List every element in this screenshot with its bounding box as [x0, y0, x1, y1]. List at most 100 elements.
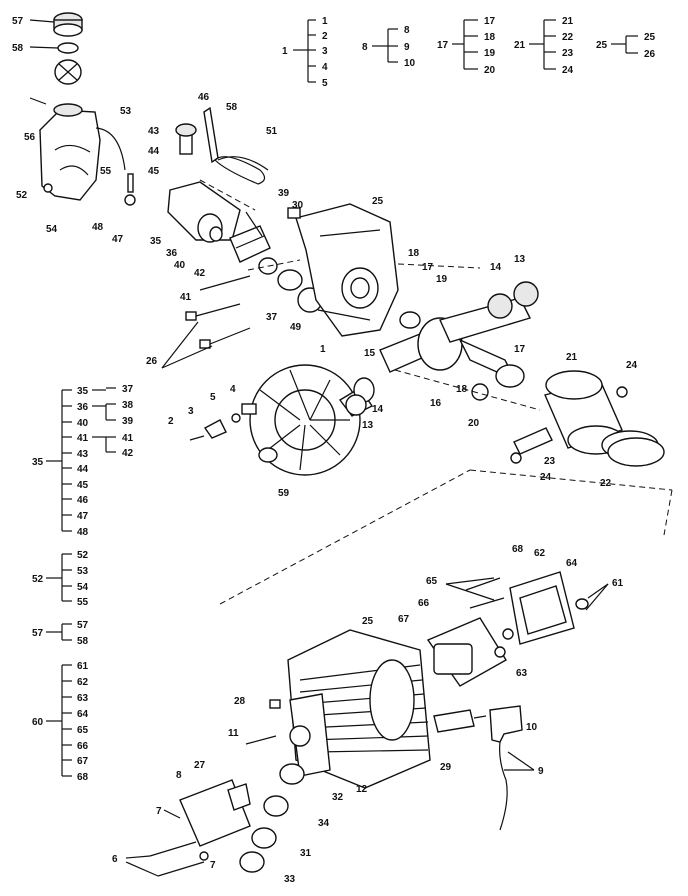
part-number-label: 37 — [266, 312, 278, 323]
part-number-label: 14 — [372, 404, 384, 415]
bracket-parent-label: 1 — [282, 46, 288, 57]
part-number-label: 41 — [77, 433, 89, 444]
part-number-label: 64 — [77, 709, 89, 720]
part-number-label: 18 — [484, 32, 496, 43]
part-number-label: 22 — [600, 478, 612, 489]
part-number-label: 40 — [174, 260, 186, 271]
bracket-group-1: 1 1 2 3 4 5 — [282, 16, 328, 89]
part-number-label: 30 — [292, 200, 304, 211]
part-number-label: 8 — [362, 42, 368, 53]
part-number-label: 36 — [77, 402, 89, 413]
part-number-label: 1 — [320, 344, 326, 355]
part-number-label: 46 — [198, 92, 210, 103]
part-number-label: 58 — [226, 102, 238, 113]
part-number-label: 57 — [12, 16, 24, 27]
assembly-dashed-lines — [199, 179, 673, 605]
part-number-label: 13 — [362, 420, 374, 431]
part-number-label: 20 — [484, 65, 496, 76]
part-number-label: 53 — [77, 566, 89, 577]
callout-labels: 57 58 56 53 55 52 54 46 58 43 44 45 51 4… — [12, 16, 638, 885]
part-number-label: 24 — [626, 360, 638, 371]
part-number-label: 68 — [77, 772, 89, 783]
part-number-label: 20 — [468, 418, 480, 429]
part-number-label: 40 — [77, 418, 89, 429]
part-number-label: 63 — [516, 668, 528, 679]
part-number-label: 24 — [540, 472, 552, 483]
bracket-group-35: 35 35 36 40 41 43 44 45 46 47 48 37 38 3… — [32, 384, 134, 538]
part-number-label: 44 — [148, 146, 160, 157]
spark-plug-part — [433, 705, 523, 831]
part-number-label: 45 — [77, 480, 89, 491]
part-number-label: 25 — [644, 32, 656, 43]
part-number-label: 63 — [77, 693, 89, 704]
part-number-label: 60 — [32, 717, 44, 728]
part-number-label: 35 — [77, 386, 89, 397]
part-number-label: 12 — [356, 784, 368, 795]
bracket-group-57: 57 57 58 — [32, 620, 89, 647]
part-number-label: 10 — [526, 722, 538, 733]
cylinder-part — [263, 629, 431, 817]
part-number-label: 8 — [176, 770, 182, 781]
part-number-label: 47 — [112, 234, 124, 245]
bracket-group-21: 21 21 22 23 24 — [514, 16, 574, 76]
part-number-label: 61 — [612, 578, 624, 589]
part-number-label: 27 — [194, 760, 206, 771]
bracket-group-25: 25 25 26 — [596, 32, 656, 60]
part-number-label: 33 — [284, 874, 296, 885]
part-number-label: 59 — [278, 488, 290, 499]
part-number-label: 2 — [322, 31, 328, 42]
part-number-label: 24 — [562, 65, 574, 76]
part-number-label: 65 — [77, 725, 89, 736]
part-number-label: 34 — [318, 818, 330, 829]
part-number-label: 54 — [77, 582, 89, 593]
leader-lines — [125, 321, 609, 877]
part-number-label: 31 — [300, 848, 312, 859]
part-number-label: 3 — [322, 46, 328, 57]
part-number-label: 67 — [77, 756, 89, 767]
part-number-label: 19 — [436, 274, 448, 285]
part-number-label: 66 — [418, 598, 430, 609]
part-number-label: 52 — [32, 574, 44, 585]
part-number-label: 51 — [266, 126, 278, 137]
part-number-label: 22 — [562, 32, 574, 43]
part-number-label: 14 — [490, 262, 502, 273]
part-number-label: 10 — [404, 58, 416, 69]
part-number-label: 62 — [77, 677, 89, 688]
part-number-label: 38 — [122, 400, 134, 411]
bracket-group-60: 60 61 62 63 64 65 66 67 68 — [32, 661, 89, 783]
part-number-label: 48 — [77, 527, 89, 538]
part-number-label: 7 — [156, 806, 162, 817]
part-number-label: 28 — [234, 696, 246, 707]
part-number-label: 29 — [440, 762, 452, 773]
flywheel-part — [189, 364, 375, 476]
part-number-label: 23 — [544, 456, 556, 467]
part-number-label: 5 — [210, 392, 216, 403]
part-number-label: 19 — [484, 48, 496, 59]
part-number-label: 45 — [148, 166, 160, 177]
part-number-label: 53 — [120, 106, 132, 117]
part-number-label: 49 — [290, 322, 302, 333]
part-number-label: 37 — [122, 384, 134, 395]
part-number-label: 54 — [46, 224, 58, 235]
part-number-label: 52 — [77, 550, 89, 561]
part-number-label: 3 — [188, 406, 194, 417]
part-number-label: 32 — [332, 792, 344, 803]
part-number-label: 25 — [372, 196, 384, 207]
bracket-group-17: 17 17 18 19 20 — [437, 16, 496, 76]
carburetor-part — [124, 106, 323, 313]
part-number-label: 6 — [112, 854, 118, 865]
part-number-label: 16 — [430, 398, 442, 409]
part-number-label: 42 — [194, 268, 206, 279]
part-number-label: 35 — [32, 457, 44, 468]
part-number-label: 21 — [566, 352, 578, 363]
part-number-label: 13 — [514, 254, 526, 265]
part-number-label: 17 — [437, 40, 449, 51]
part-number-label: 17 — [514, 344, 526, 355]
bracket-group-52: 52 52 53 54 55 — [32, 550, 89, 608]
part-number-label: 17 — [484, 16, 496, 27]
part-number-label: 26 — [644, 49, 656, 60]
part-number-label: 62 — [534, 548, 546, 559]
bracket-group-8: 8 8 9 10 — [362, 25, 416, 69]
